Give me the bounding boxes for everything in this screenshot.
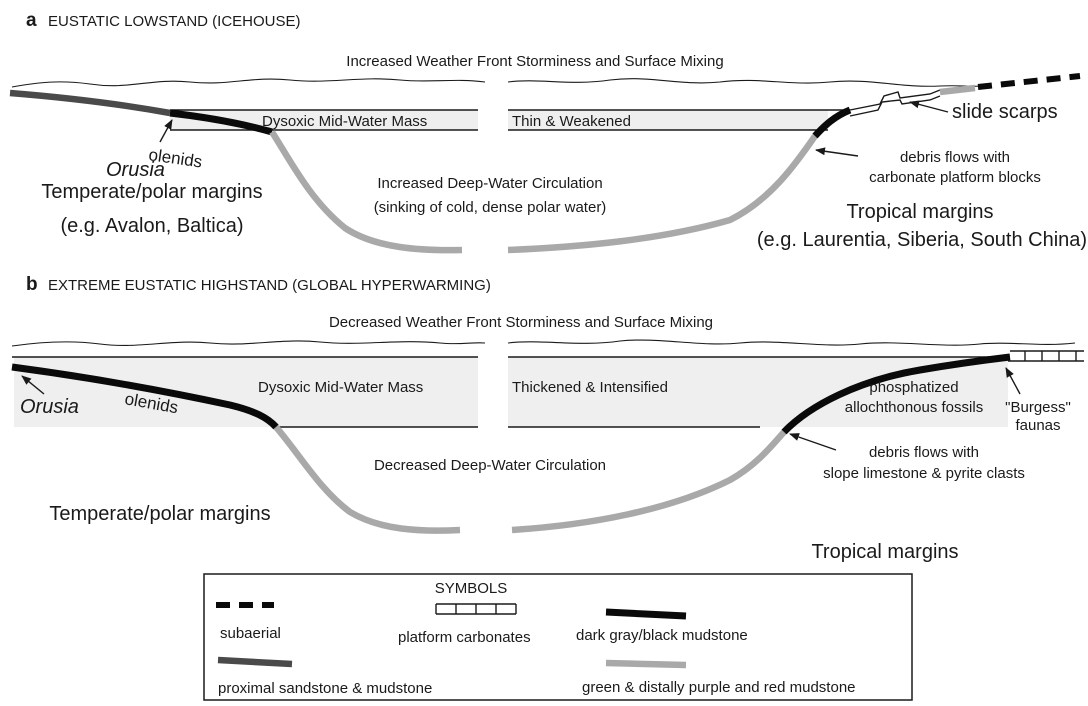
panel-a-olenids-arrow <box>159 119 173 143</box>
panel-b-orusia-arrow <box>21 375 45 395</box>
panel-a-slide-scarps: slide scarps <box>952 101 1058 123</box>
panel-b-phosph-1: phosphatized <box>869 379 958 396</box>
panel-a-letter: a <box>26 10 37 31</box>
panel-b-orusia: Orusia <box>20 396 79 418</box>
panel-a-sea-surface-left <box>11 78 486 88</box>
panel-a-sea-surface-right <box>507 78 989 87</box>
legend-title: SYMBOLS <box>435 580 508 597</box>
legend-platform-swatch <box>435 603 517 615</box>
panel-b-midwater-right: Thickened & Intensified <box>512 379 668 396</box>
panel-b-green-mudstone-right <box>511 429 787 534</box>
panel-a-platform-carbonates-broken <box>849 89 941 111</box>
panel-a-margin-right-1: Tropical margins <box>846 201 993 223</box>
panel-a-subaerial-grey-right <box>939 84 976 96</box>
panel-b-sea-surface-right <box>507 339 1076 346</box>
panel-b-sea-surface-left <box>11 340 486 347</box>
panel-a-deep-circ-2: (sinking of cold, dense polar water) <box>374 199 607 216</box>
panel-b-debris-arrow <box>789 433 837 451</box>
panel-a-debris-2: carbonate platform blocks <box>869 169 1041 186</box>
panel-a-black-mudstone-left <box>169 109 273 136</box>
panel-b-black-mudstone-left <box>11 363 279 430</box>
panel-a-black-mudstone-right <box>812 106 852 139</box>
legend-black-swatch <box>605 608 687 620</box>
panel-b-margin-left: Temperate/polar margins <box>49 503 270 525</box>
legend: SYMBOLS subaerial platform carbonates da… <box>203 573 913 701</box>
panel-b-platform-carbonates <box>1008 350 1084 362</box>
legend-lightgray-label: green & distally purple and red mudstone <box>582 679 856 696</box>
panel-a-water-mass-right <box>508 110 828 130</box>
panel-a-surface-label: Increased Weather Front Storminess and S… <box>346 53 723 70</box>
panel-b-burgess-arrow <box>1005 367 1021 395</box>
panel-b-black-mudstone-right <box>781 353 1011 435</box>
legend-darkgray-label: proximal sandstone & mudstone <box>218 680 432 697</box>
panel-b-title: EXTREME EUSTATIC HIGHSTAND (GLOBAL HYPER… <box>48 277 491 294</box>
panel-a-debris-1: debris flows with <box>900 149 1010 166</box>
panel-b-margin-right: Tropical margins <box>811 541 958 563</box>
panel-b-burgess-2: faunas <box>1015 417 1060 434</box>
panel-b-water-mass-left <box>14 357 478 427</box>
legend-box <box>203 573 913 701</box>
panel-b-deep-circ: Decreased Deep-Water Circulation <box>374 457 606 474</box>
panel-a-midwater-left: Dysoxic Mid-Water Mass <box>262 113 427 130</box>
legend-darkgray-swatch <box>217 656 293 668</box>
panel-b-debris-2: slope limestone & pyrite clasts <box>823 465 1025 482</box>
panel-b-midwater-left: Dysoxic Mid-Water Mass <box>258 379 423 396</box>
panel-a-margin-left-2: (e.g. Avalon, Baltica) <box>60 215 243 237</box>
panel-a-green-mudstone-right <box>507 134 818 254</box>
panel-a-deep-circ-1: Increased Deep-Water Circulation <box>377 175 602 192</box>
panel-b-surface-label: Decreased Weather Front Storminess and S… <box>329 314 713 331</box>
panel-a-debris-arrow <box>815 147 859 157</box>
legend-platform-label: platform carbonates <box>398 629 531 646</box>
panel-b-letter: b <box>26 274 38 295</box>
panel-a-title: EUSTATIC LOWSTAND (ICEHOUSE) <box>48 13 301 30</box>
panel-a-margin-left-1: Temperate/polar margins <box>41 181 262 203</box>
panel-a: a EUSTATIC LOWSTAND (ICEHOUSE) Increased… <box>9 10 1087 254</box>
panel-b-green-mudstone-left <box>273 424 461 534</box>
panel-b: b EXTREME EUSTATIC HIGHSTAND (GLOBAL HYP… <box>11 274 1084 563</box>
panel-a-slide-scarps-arrow <box>909 100 949 113</box>
legend-black-label: dark gray/black mudstone <box>576 627 748 644</box>
legend-subaerial-label: subaerial <box>220 625 281 642</box>
panel-a-proximal-sandstone-left <box>9 89 171 117</box>
panel-a-green-mudstone-left <box>269 130 463 254</box>
panel-a-margin-right-2: (e.g. Laurentia, Siberia, South China) <box>757 229 1087 251</box>
panel-b-burgess-1: "Burgess" <box>1005 399 1071 416</box>
panel-a-subaerial-dashed <box>977 73 1081 90</box>
panel-a-platform-carbonates-broken-2 <box>849 95 941 117</box>
panel-b-debris-1: debris flows with <box>869 444 979 461</box>
legend-lightgray-swatch <box>605 659 687 669</box>
panel-a-orusia: Orusia <box>106 159 165 181</box>
panel-b-phosph-2: allochthonous fossils <box>845 399 983 416</box>
panel-a-midwater-right: Thin & Weakened <box>512 113 631 130</box>
